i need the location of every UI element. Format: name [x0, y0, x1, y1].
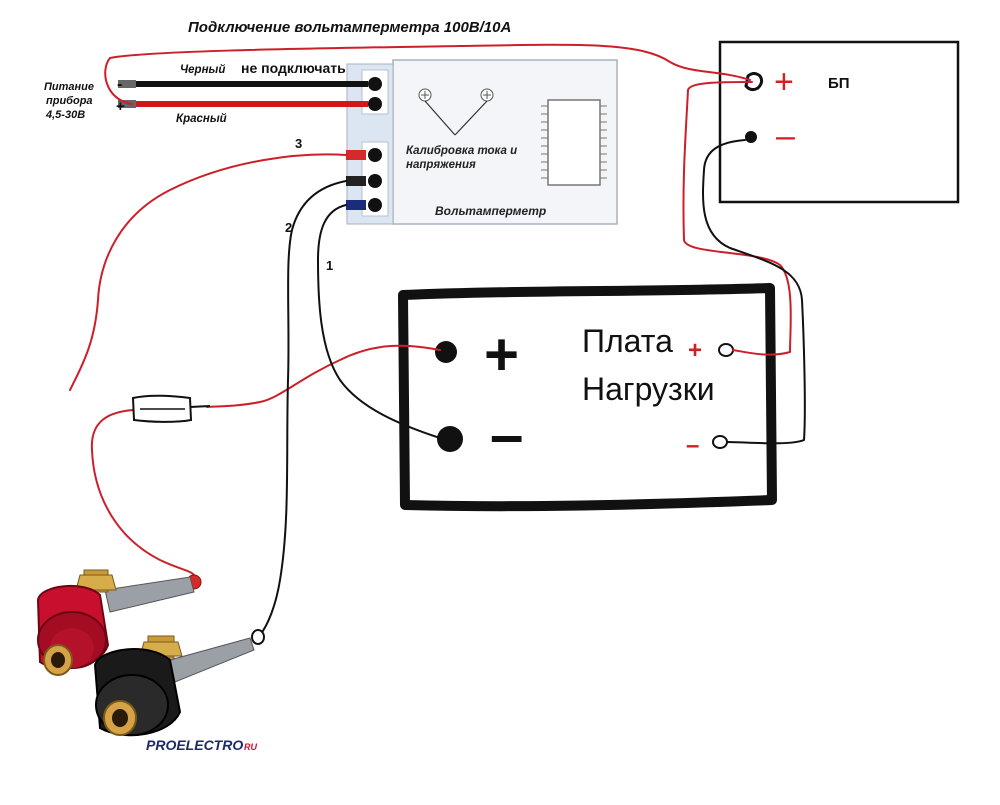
meter-pin-3 [368, 148, 382, 162]
load-out-plus-terminal [718, 343, 734, 357]
meter-pin-2 [368, 174, 382, 188]
red-wire-label: Красный [176, 113, 227, 125]
load-board-name-line2: Нагрузки [582, 371, 715, 407]
wire-number-1: 1 [326, 258, 333, 273]
wire-2-black [259, 180, 347, 636]
red-banana-jack [36, 569, 195, 676]
load-board-outline [398, 283, 777, 512]
load-minus-terminal [437, 426, 463, 452]
power-supply-box [718, 40, 960, 204]
power-plus-sign: + [116, 98, 125, 115]
do-not-connect-label: не подключать [241, 60, 346, 76]
voltammeter-module: Калибровка тока и напряжения Вольтамперм… [346, 59, 618, 225]
load-out-minus: – [686, 432, 699, 459]
wires [69, 43, 806, 636]
wire-black-psu-to-load [702, 139, 806, 445]
fuse-icon [131, 394, 211, 423]
wire-3-red [69, 153, 347, 391]
wire-1-black [317, 204, 441, 439]
meter-pin-1 [368, 198, 382, 212]
wire-number-2: 2 [285, 220, 292, 235]
calibration-label-line2: напряжения [406, 159, 476, 171]
load-board-plus: + [484, 321, 519, 388]
wire-red-fuse-to-jack [90, 409, 197, 581]
watermark-brand: PROELECTRO [146, 737, 243, 753]
power-label-line2: прибора [46, 95, 93, 107]
black-wire-label: Черный [180, 64, 225, 76]
load-board: Плата Нагрузки + – + – [398, 283, 777, 512]
black-jack-solder-joint [251, 629, 265, 645]
power-supply-name: БП [828, 75, 850, 92]
power-label-line3: 4,5-30В [45, 109, 85, 121]
power-supply-minus: – [776, 117, 795, 155]
watermark-suffix: RU [244, 742, 257, 752]
psu-plus-terminal [744, 72, 764, 92]
watermark-logo: PROELECTRO RU [146, 737, 257, 753]
load-board-name-line1: Плата [582, 323, 673, 359]
wire-red-top [104, 43, 751, 105]
load-out-plus: + [688, 337, 702, 364]
wire-red-psu-to-load [682, 81, 792, 356]
calibration-pot-icon [418, 88, 494, 136]
meter-pin-power-minus [368, 77, 382, 91]
psu-minus-terminal [745, 131, 757, 143]
power-label-line1: Питание [44, 81, 94, 93]
calibration-label-line1: Калибровка тока и [406, 145, 517, 157]
meter-name: Вольтамперметр [435, 204, 546, 218]
meter-power-leads [118, 80, 368, 108]
load-out-minus-terminal [712, 435, 728, 449]
wire-number-3: 3 [295, 136, 302, 151]
load-board-minus: – [490, 401, 523, 468]
black-banana-jack [93, 635, 255, 737]
diagram-title: Подключение вольтамперметра 100В/10А [188, 19, 511, 36]
chip-icon [541, 99, 607, 186]
power-supply-plus: + [774, 63, 794, 101]
meter-pin-power-plus [368, 97, 382, 111]
load-plus-terminal [435, 341, 457, 363]
wire-red-load-to-fuse [206, 344, 441, 408]
power-supply: БП + – [718, 40, 960, 204]
power-minus-sign: - [117, 76, 122, 93]
